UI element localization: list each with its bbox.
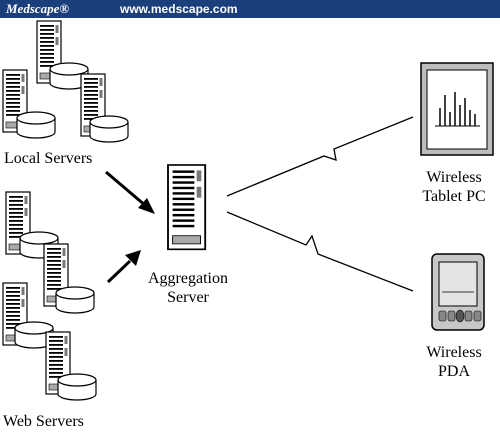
medscape-logo: Medscape®	[6, 1, 70, 16]
local-servers-cluster	[2, 20, 129, 143]
pda-label: Wireless PDA	[426, 344, 482, 380]
medscape-header-bar: Medscape® www.medscape.com	[0, 0, 500, 18]
web-servers-cluster	[2, 191, 97, 401]
aggregation-server-label: Aggregation Server	[148, 270, 228, 306]
tablet-pc-label: Wireless Tablet PC	[422, 169, 486, 205]
database-disk-icon	[89, 115, 129, 143]
local-servers-label: Local Servers	[4, 150, 93, 167]
pda-icon	[431, 253, 485, 331]
web-servers-label: Web Servers	[3, 413, 84, 430]
database-disk-icon	[16, 111, 56, 139]
arrow-web-to-aggregation	[106, 250, 141, 284]
tablet-pc-icon	[420, 62, 494, 156]
arrow-local-to-aggregation	[105, 170, 155, 214]
aggregation-server-icon	[167, 164, 207, 251]
wireless-link-tablet	[226, 116, 414, 197]
wireless-link-pda	[226, 211, 414, 292]
medscape-url: www.medscape.com	[120, 2, 238, 16]
database-disk-icon	[55, 286, 95, 314]
database-disk-icon	[57, 373, 97, 401]
